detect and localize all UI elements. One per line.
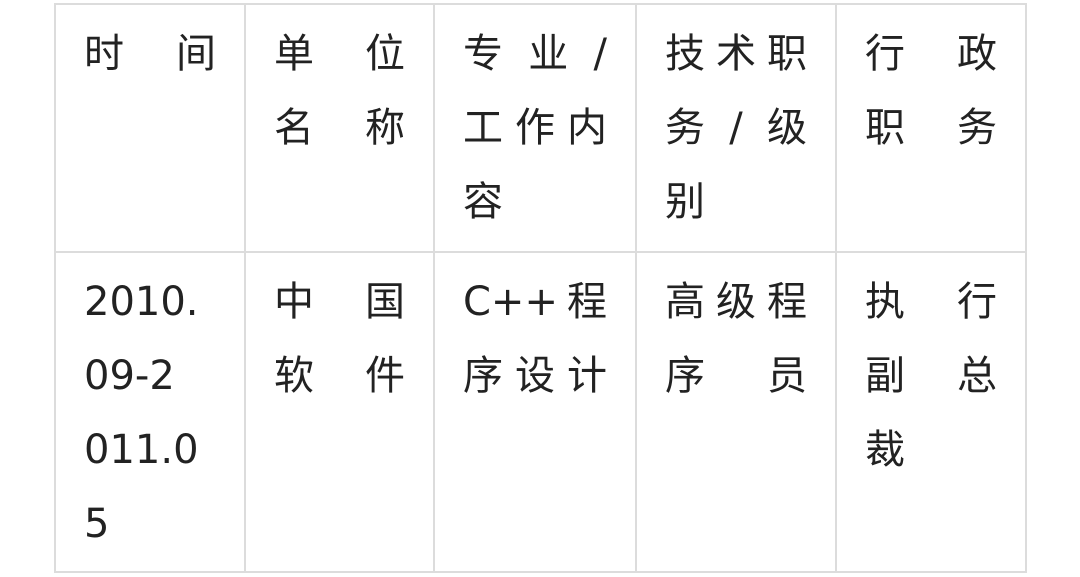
header-specialty: 专业/ 工作内 容 — [433, 3, 637, 253]
cell-organization: 中国 软件 — [244, 251, 435, 573]
table-header-row: 时间 单位 名称 专业/ 工作内 容 技术职 务/级 别 行政 职务 — [54, 3, 1027, 253]
cell-time: 2010. 09-2 011.0 5 — [54, 251, 246, 573]
header-organization: 单位 名称 — [244, 3, 435, 253]
header-line: 技术职 — [665, 31, 807, 77]
header-line: 工作内 — [463, 105, 607, 151]
table-row: 2010. 09-2 011.0 5 中国 软件 C++程 序设计 高级程 序员… — [54, 251, 1027, 573]
header-line: 专业/ — [463, 31, 607, 77]
cell-specialty: C++程 序设计 — [433, 251, 637, 573]
header-line: 行政 — [865, 31, 997, 77]
header-technical-title: 技术职 务/级 别 — [635, 3, 837, 253]
resume-table-container: 时间 单位 名称 专业/ 工作内 容 技术职 务/级 别 行政 职务 — [54, 3, 1027, 573]
header-line: 单位 — [274, 31, 405, 77]
cell-line: C++程 — [463, 279, 607, 325]
header-line: 务/级 — [665, 105, 807, 151]
cell-admin-position: 执行 副总 裁 — [835, 251, 1027, 573]
header-time: 时间 — [54, 3, 246, 253]
cell-technical-title: 高级程 序员 — [635, 251, 837, 573]
cell-line: 中国 — [274, 279, 405, 325]
header-admin-position: 行政 职务 — [835, 3, 1027, 253]
cell-line: 副总 — [865, 353, 997, 399]
work-history-table: 时间 单位 名称 专业/ 工作内 容 技术职 务/级 别 行政 职务 — [54, 3, 1027, 573]
cell-line: 执行 — [865, 279, 997, 325]
